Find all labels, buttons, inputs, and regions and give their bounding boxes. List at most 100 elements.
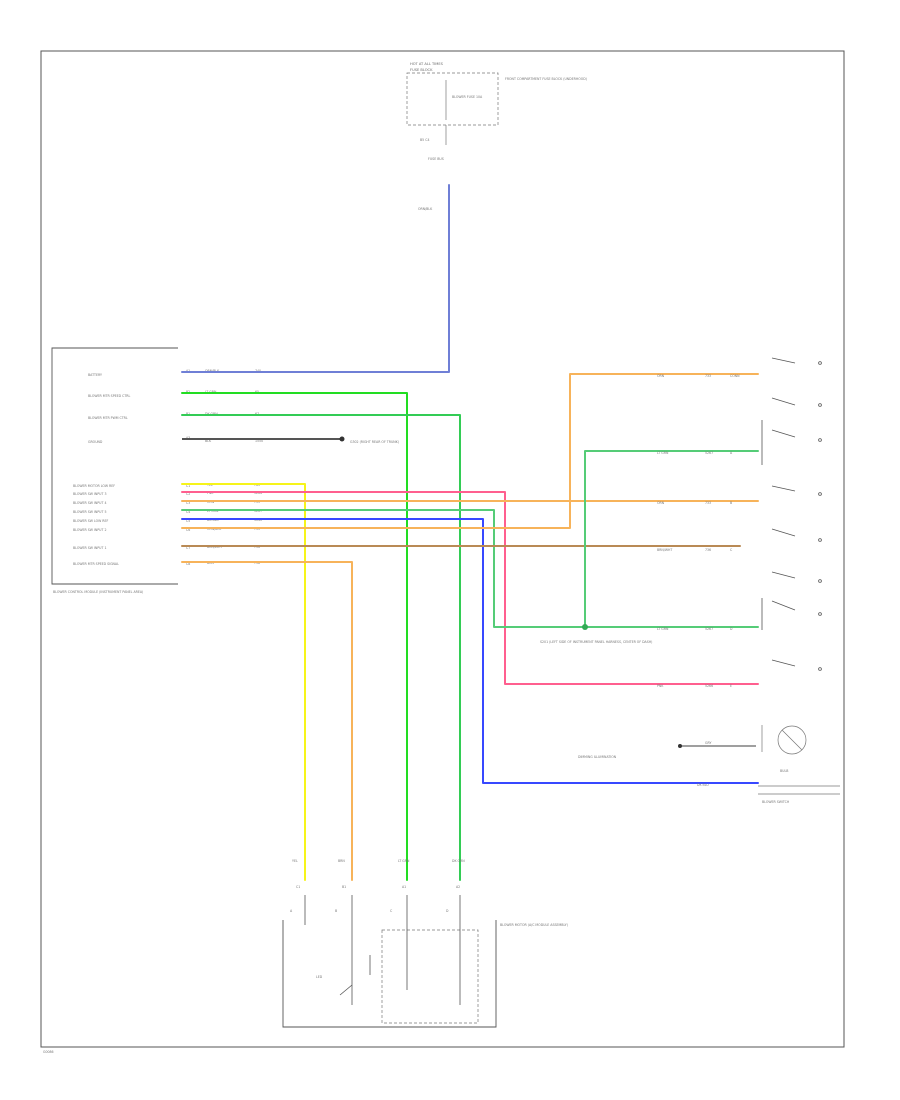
switch-row-pin: A (730, 451, 733, 455)
wire-brn-speedsignal (181, 561, 353, 881)
motor-wire-pin: C1 (296, 885, 300, 889)
footer-code: G0086 (43, 1050, 54, 1054)
switch-row-circuit: 733 (705, 374, 711, 378)
module-pin-label: BLOWER SW INPUT 3 (73, 492, 107, 496)
switch-row-circuit: 5267 (705, 451, 713, 455)
module-pin-label: GROUND (88, 440, 103, 444)
module-pin-label: BLOWER MOTOR LOW REF (73, 484, 115, 488)
motor-internals (304, 895, 461, 1005)
blower-motor: YEL C1 BRN B1 LT GRN A1 DK GRN A2A B C D BLOWER MO… (282, 859, 568, 1028)
switch-row-color: ORN (657, 374, 665, 378)
module-pin-id: C4 (186, 510, 190, 514)
module-pin-label: BLOWER SW INPUT 1 (73, 546, 107, 550)
motor-name: BLOWER MOTOR (A/C MODULE ASSEMBLY) (500, 923, 568, 927)
fuse-conn2: FUSE BUS (428, 157, 444, 161)
motor-wire-pin: B1 (342, 885, 346, 889)
switch-row-pin: E (730, 684, 732, 688)
fuse-block: HOT AT ALL TIMES FUSE BLOCK BLOWER FUSE … (406, 62, 587, 211)
fuse-desc: FRONT COMPARTMENT FUSE BLOCK (UNDERHOOD) (505, 77, 587, 81)
wire-dkblu-lowref (181, 518, 759, 784)
ground-point (339, 436, 345, 442)
module-outline (51, 347, 178, 585)
bulb-name: BULB (780, 769, 788, 773)
switch-row-circuit: 733 (705, 501, 711, 505)
module-pin-id: C8 (186, 562, 190, 566)
fuse-title: HOT AT ALL TIMES (410, 62, 444, 66)
motor-wire-pin: A2 (456, 885, 460, 889)
fuse-name: FUSE BLOCK (410, 68, 433, 72)
module-pin-label: BLOWER SW INPUT 2 (73, 528, 107, 532)
dimming-dot (678, 744, 682, 748)
diagram-frame (40, 50, 845, 1048)
blower-switch: BULB DIMMING ILLUMINATION GRY BLOWER SWI… (578, 357, 840, 804)
switch-row-color: LT GRN (657, 451, 669, 455)
splice-text: S201 (LEFT SIDE OF INSTRUMENT PANEL HARN… (540, 640, 652, 644)
switch-row-color: PNK (657, 684, 664, 688)
module-pin-label: BLOWER SW INPUT 4 (73, 501, 107, 505)
motor-pin-label: B (335, 909, 337, 913)
switch-row-color: LT GRN (657, 627, 669, 631)
wire-pnk (181, 491, 759, 685)
dimming-label: DIMMING ILLUMINATION (578, 755, 617, 759)
module-pin-id: C1 (186, 484, 190, 488)
fuse-block-outline (406, 72, 499, 126)
wires (181, 184, 759, 881)
module-pin-circuit: 1550 (255, 439, 263, 443)
module-pin-label: BLOWER SW INPUT 5 (73, 510, 107, 514)
motor-wire-color: BRN (338, 859, 345, 863)
switch-row-pin: B (730, 501, 732, 505)
module-pin-id: C5 (186, 519, 190, 523)
switch-lowref-color: DK BLU (697, 783, 709, 787)
motor-wire-color: LT GRN (398, 859, 410, 863)
module-pin-label: BLOWER MTR PWM CTRL (88, 416, 128, 420)
module-pin-id: C6 (186, 528, 190, 532)
wire-orn-input2 (181, 373, 759, 529)
motor-pin-label: A (290, 909, 293, 913)
switch-row-circuit: 5266 (705, 684, 713, 688)
blower-control-module: BLOWER CONTROL MODULE (INSTRUMENT PANEL … (51, 347, 178, 594)
module-pin-label: BATTERY (88, 373, 102, 377)
motor-pin-label: D (446, 909, 449, 913)
switch-row-color: BRN/WHT (657, 548, 672, 552)
wire-battery (181, 184, 450, 373)
switch-row-pin: CONN (730, 374, 740, 378)
fuse-wire-label: ORN/BLK (418, 207, 433, 211)
module-pin-id: C3 (186, 501, 190, 505)
relay-label: LED (316, 975, 323, 979)
module-pin-id: C2 (186, 492, 190, 496)
motor-inner (381, 929, 479, 1024)
module-pin-color: BLK (205, 439, 212, 443)
ground: G302 (RIGHT REAR OF TRUNK) (182, 436, 399, 444)
motor-wire-color: YEL (292, 859, 298, 863)
switch-row-pin: D (730, 627, 733, 631)
ground-text: G302 (RIGHT REAR OF TRUNK) (350, 440, 399, 444)
motor-wire-color: DK GRN (452, 859, 465, 863)
motor-wire-labels: YEL C1 BRN B1 LT GRN A1 DK GRN A2A B C D (290, 859, 465, 913)
module-pin-label: BLOWER MTR SPEED SIGNAL (73, 562, 119, 566)
switch-row-color: ORN (657, 501, 665, 505)
dimming-circ: GRY (705, 741, 711, 745)
fuse-text: BLOWER FUSE 10A (452, 95, 483, 99)
switch-row-circuit: 5267 (705, 627, 713, 631)
switch-name: BLOWER SWITCH (762, 800, 790, 804)
bulb-icon (777, 725, 807, 755)
motor-wire-pin: A1 (402, 885, 406, 889)
wire-ltgrn-input5 (181, 509, 759, 628)
module-pin-label: BLOWER MTR SPEED CTRL (88, 394, 131, 398)
module-pin-id: C7 (186, 546, 190, 550)
motor-pin-label: C (390, 909, 393, 913)
splice-dot (582, 624, 588, 630)
motor-outline (282, 920, 497, 1028)
wire-ltgrn-speed (181, 392, 408, 881)
wire-yel-lowref (181, 483, 306, 881)
splice-s201: S201 (LEFT SIDE OF INSTRUMENT PANEL HARN… (540, 624, 652, 644)
module-name: BLOWER CONTROL MODULE (INSTRUMENT PANEL … (53, 590, 143, 594)
switch-row-pin: C (730, 548, 733, 552)
module-pin-label: BLOWER SW LOW REF (73, 519, 109, 523)
switch-row-circuit: 736 (705, 548, 711, 552)
fuse-conn: B5 C4 (420, 138, 429, 142)
